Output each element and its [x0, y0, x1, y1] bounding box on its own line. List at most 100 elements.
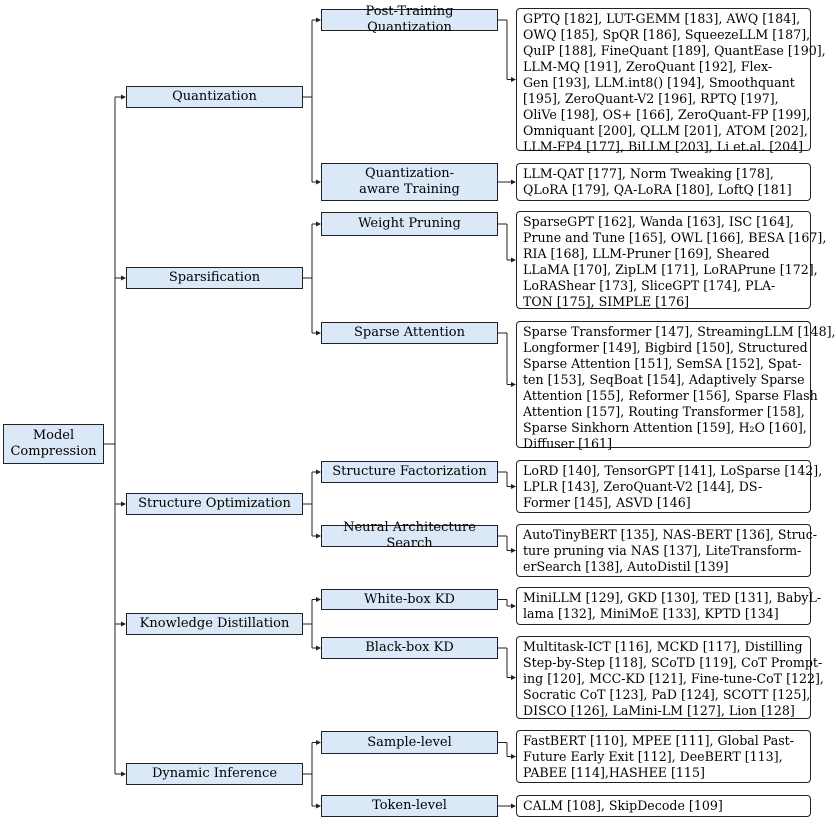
reference-line: Diffuser [161]: [523, 436, 612, 451]
reference-line: Sparse Attention [151], SemSA [152], Spa…: [523, 356, 802, 371]
category-quantization: Quantization: [126, 86, 303, 108]
reference-line: ture pruning via NAS [137], LiteTransfor…: [523, 543, 802, 558]
arrow-head: [511, 548, 516, 553]
subcategory-neural-architecture-search: Neural Architecture Search: [321, 520, 498, 551]
reference-line: Omniquant [200], QLLM [201], ATOM [202],: [523, 123, 808, 138]
subcategory-quantization-aware-training-label: Quantization-: [364, 166, 455, 181]
leaf-black-box-kd-references: Multitask-ICT [116], MCKD [117], Distill…: [516, 636, 824, 719]
reference-line: Socratic CoT [123], PaD [124], SCOTT [12…: [523, 687, 811, 702]
arrow-head: [511, 803, 516, 809]
arrow-head: [511, 179, 516, 185]
reference-line: OliVe [198], OS+ [166], ZeroQuant-FP [19…: [523, 107, 811, 122]
root-node-model-compression-label: Compression: [10, 444, 97, 459]
arrow-head: [511, 675, 516, 680]
category-quantization-label: Quantization: [172, 89, 257, 104]
reference-line: lama [132], MiniMoE [133], KPTD [134]: [523, 606, 779, 621]
arrow-head: [121, 94, 126, 100]
arrow-head: [121, 771, 126, 777]
root-node-model-compression-label: Model: [32, 428, 75, 443]
arrow-head: [121, 621, 126, 627]
arrow-head: [316, 179, 321, 185]
reference-line: LLM-FP4 [177], BiLLM [203], Li et.al. [2…: [523, 139, 804, 154]
leaf-weight-pruning-references: SparseGPT [162], Wanda [163], ISC [164],…: [516, 211, 827, 309]
arrow-head: [316, 803, 321, 809]
subcategory-white-box-kd: White-box KD: [321, 589, 498, 610]
subcategory-quantization-aware-training: Quantization-aware Training: [321, 163, 498, 201]
arrow-head: [511, 257, 516, 263]
arrow-head: [121, 275, 126, 281]
category-structure-optimization-label: Structure Optimization: [138, 496, 291, 511]
category-dynamic-inference: Dynamic Inference: [126, 763, 303, 785]
subcategory-structure-factorization: Structure Factorization: [321, 461, 498, 483]
reference-line: ing [120], MCC-KD [121], Fine-tune-CoT […: [523, 671, 824, 686]
subcategory-weight-pruning: Weight Pruning: [321, 212, 498, 236]
leaf-post-training-quantization-references: GPTQ [182], LUT-GEMM [183], AWQ [184],OW…: [516, 8, 826, 154]
reference-line: Sparse Transformer [147], StreamingLLM […: [523, 324, 836, 339]
subcategory-sample-level: Sample-level: [321, 731, 498, 754]
reference-line: Attention [157], Routing Transformer [15…: [523, 404, 805, 419]
reference-line: Step-by-Step [118], SCoTD [119], CoT Pro…: [523, 655, 823, 670]
leaf-white-box-kd-references: MiniLLM [129], GKD [130], TED [131], Bab…: [516, 587, 821, 625]
reference-line: ten [153], SeqBoat [154], Adaptively Spa…: [523, 372, 805, 387]
reference-line: GPTQ [182], LUT-GEMM [183], AWQ [184],: [523, 11, 801, 26]
reference-line: Sparse Sinkhorn Attention [159], H₂O [16…: [523, 420, 807, 435]
reference-line: SparseGPT [162], Wanda [163], ISC [164],: [523, 214, 794, 229]
subcategory-weight-pruning-label: Weight Pruning: [358, 216, 461, 231]
category-knowledge-distillation-label: Knowledge Distillation: [139, 616, 290, 631]
subcategory-sparse-attention-label: Sparse Attention: [354, 325, 465, 340]
reference-line: Gen [193], LLM.int8() [194], Smoothquant: [523, 75, 795, 90]
subcategory-sample-level-label: Sample-level: [367, 734, 452, 750]
subcategory-neural-architecture-search-label: Neural Architecture Search: [343, 520, 476, 551]
arrow-head: [316, 645, 321, 651]
arrow-head: [511, 382, 516, 387]
reference-line: Longformer [149], Bigbird [150], Structu…: [523, 340, 808, 355]
arrow-head: [511, 603, 516, 609]
arrow-head: [316, 469, 321, 475]
reference-line: erSearch [138], AutoDistil [139]: [523, 559, 729, 574]
subcategory-token-level: Token-level: [321, 795, 498, 817]
reference-line: TON [175], SIMPLE [176]: [523, 294, 690, 309]
reference-line: Former [145], ASVD [146]: [523, 495, 691, 510]
reference-line: LLM-QAT [177], Norm Tweaking [178],: [523, 166, 774, 181]
arrow-head: [316, 221, 321, 227]
reference-line: LLM-MQ [191], ZeroQuant [192], Flex-: [523, 59, 773, 74]
arrow-head: [316, 330, 321, 336]
reference-line: Multitask-ICT [116], MCKD [117], Distill…: [523, 639, 803, 654]
subcategory-sparse-attention: Sparse Attention: [321, 322, 498, 344]
reference-line: OWQ [185], SpQR [186], SqueezeLLM [187],: [523, 27, 811, 42]
reference-line: LoRAShear [173], SliceGPT [174], PLA-: [523, 278, 776, 293]
reference-line: Future Early Exit [112], DeeBERT [113],: [523, 749, 783, 764]
reference-line: AutoTinyBERT [135], NAS-BERT [136], Stru…: [523, 527, 818, 542]
reference-line: LPLR [143], ZeroQuant-V2 [144], DS-: [523, 479, 763, 494]
arrow-head: [316, 17, 321, 23]
subcategory-black-box-kd-label: Black-box KD: [365, 640, 454, 655]
category-sparsification: Sparsification: [126, 267, 303, 289]
reference-line: PABEE [114],HASHEE [115]: [523, 765, 705, 780]
subcategory-white-box-kd-label: White-box KD: [364, 591, 455, 607]
reference-line: LLaMA [170], ZipLM [171], LoRAPrune [172…: [523, 262, 818, 277]
arrow-head: [121, 501, 126, 507]
arrow-head: [511, 77, 516, 82]
arrow-head: [316, 740, 321, 745]
subcategory-token-level-label: Token-level: [372, 798, 447, 813]
category-dynamic-inference-label: Dynamic Inference: [151, 766, 278, 781]
arrow-head: [316, 597, 321, 602]
arrow-head: [511, 754, 516, 759]
arrow-head: [316, 533, 321, 539]
subcategory-post-training-quantization: Post-Training Quantization: [321, 4, 498, 35]
category-sparsification-label: Sparsification: [168, 270, 261, 285]
reference-line: Prune and Tune [165], OWL [166], BESA [1…: [523, 230, 827, 245]
leaf-sparse-attention-references: Sparse Transformer [147], StreamingLLM […: [516, 321, 836, 451]
reference-line: LoRD [140], TensorGPT [141], LoSparse [1…: [523, 463, 823, 478]
category-knowledge-distillation: Knowledge Distillation: [126, 613, 303, 635]
reference-line: CALM [108], SkipDecode [109]: [523, 798, 723, 813]
subcategory-structure-factorization-label: Structure Factorization: [332, 464, 487, 479]
reference-line: DISCO [126], LaMini-LM [127], Lion [128]: [523, 703, 795, 718]
subcategory-quantization-aware-training-label: aware Training: [359, 182, 460, 197]
reference-line: QuIP [188], FineQuant [189], QuantEase […: [523, 43, 826, 58]
subcategory-black-box-kd: Black-box KD: [321, 637, 498, 659]
reference-line: [195], ZeroQuant-V2 [196], RPTQ [197],: [523, 91, 779, 106]
